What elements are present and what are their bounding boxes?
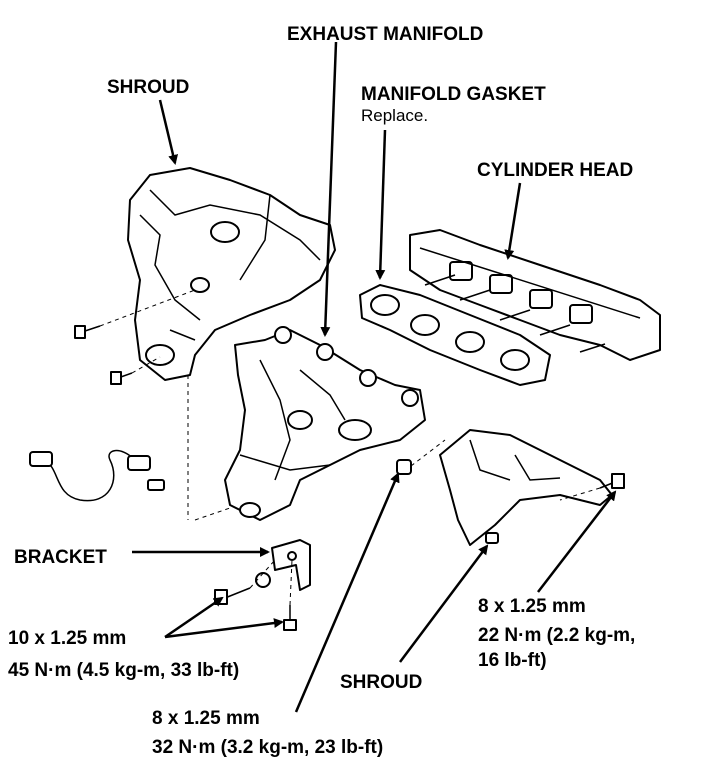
manifold-nut	[396, 459, 412, 475]
leader-manifold-nut	[294, 472, 400, 713]
leader-shroud-top	[158, 99, 179, 165]
leader-cylinder-head	[504, 182, 522, 260]
leader-bracket-lower-bolt	[164, 618, 284, 639]
head-studs	[424, 274, 606, 353]
label-shroud-bottom: SHROUD	[340, 672, 422, 693]
spec-shroud-bolt-size: 8 x 1.25 mm	[478, 596, 586, 617]
spec-manifold-nut-size: 8 x 1.25 mm	[152, 708, 260, 729]
spec-bracket-bolt-torque: 45 N·m (4.5 kg-m, 33 lb-ft)	[8, 660, 239, 681]
label-gasket-note: Replace.	[361, 106, 428, 125]
manifold-gasket	[359, 284, 551, 386]
leader-exhaust-manifold	[320, 41, 338, 337]
exhaust-manifold	[224, 326, 426, 521]
spec-shroud-bolt-torque-line1: 22 N·m (2.2 kg-m,	[478, 625, 635, 646]
shroud-bolt-right	[599, 473, 625, 489]
bracket	[271, 539, 311, 591]
label-cylinder-head: CYLINDER HEAD	[477, 160, 633, 181]
washer	[255, 572, 271, 588]
leader-manifold-gasket	[375, 129, 387, 280]
shroud-bolt-upper-left	[74, 325, 101, 339]
alignment-lines	[99, 289, 601, 606]
bracket-lower-bolt	[283, 605, 297, 631]
spec-bracket-bolt-size: 10 x 1.25 mm	[8, 628, 126, 649]
label-shroud-top: SHROUD	[107, 77, 189, 98]
upper-shroud	[127, 167, 336, 381]
spec-manifold-nut-torque: 32 N·m (3.2 kg-m, 23 lb-ft)	[152, 737, 383, 758]
spec-shroud-bolt-torque-line2: 16 lb-ft)	[478, 650, 547, 671]
label-exhaust-manifold: EXHAUST MANIFOLD	[287, 24, 483, 45]
leader-lines	[132, 41, 617, 713]
leader-shroud-bottom	[399, 544, 489, 663]
oxygen-sensor	[29, 449, 165, 502]
leader-shroud-bolt-right	[537, 490, 617, 593]
label-manifold-gasket: MANIFOLD GASKET	[361, 84, 546, 105]
bracket-bolt	[214, 587, 251, 605]
label-bracket: BRACKET	[14, 547, 107, 568]
shroud-bolt-lower-left	[110, 371, 133, 385]
lower-shroud	[439, 429, 613, 546]
leader-bracket-bolt	[164, 596, 224, 639]
